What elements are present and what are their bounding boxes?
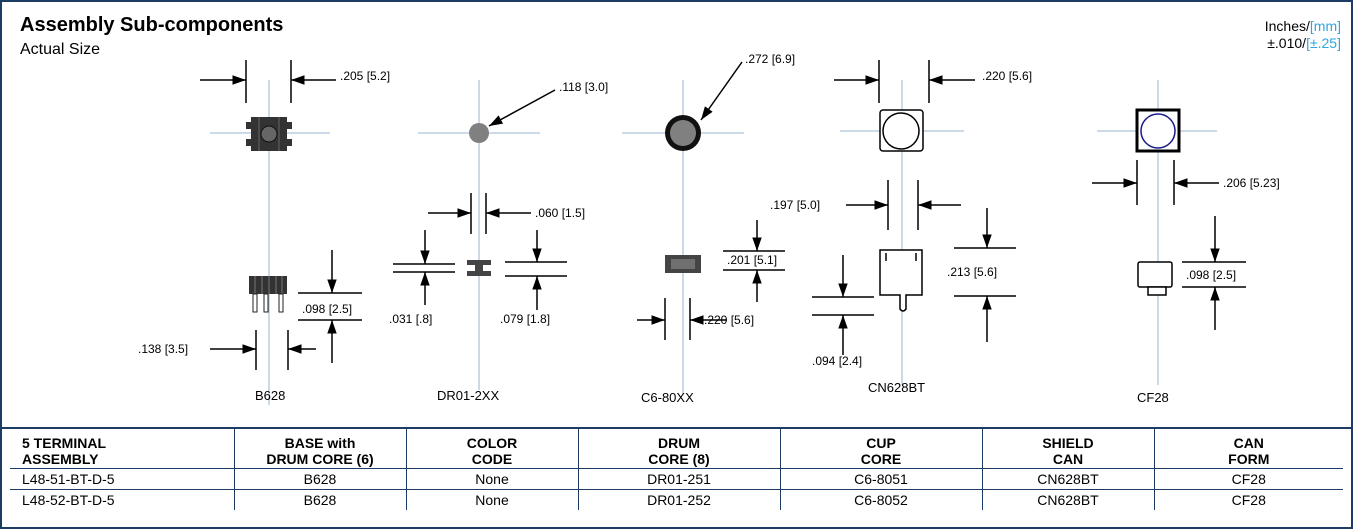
column-header-line: ASSEMBLY bbox=[22, 451, 99, 467]
c680-width-dim: .220 [5.6] bbox=[704, 313, 754, 327]
column-header-line: DRUM bbox=[658, 435, 700, 451]
column-header-line: COLOR bbox=[466, 435, 518, 451]
c680-height-dim: .201 [5.1] bbox=[727, 253, 777, 267]
table-cell: L48-51-BT-D-5 bbox=[10, 468, 234, 490]
b628-side-view bbox=[249, 276, 287, 313]
cn628-inner-dim: .197 [5.0] bbox=[770, 198, 820, 212]
table-cell: CN628BT bbox=[981, 489, 1154, 510]
b628-height-dim: .098 [2.5] bbox=[302, 302, 352, 316]
cn628-width-dim: .220 [5.6] bbox=[982, 69, 1032, 83]
plus-minus-icon: ± bbox=[1267, 35, 1275, 51]
cn628-height-dim: .213 [5.6] bbox=[947, 265, 997, 279]
column-header-line: FORM bbox=[1228, 451, 1270, 467]
b628-width-dim: .205 [5.2] bbox=[340, 69, 390, 83]
cf28-width-dim: .206 [5.23] bbox=[1223, 176, 1280, 190]
column-header-line: CAN bbox=[1233, 435, 1264, 451]
column-header-line: CUP bbox=[866, 435, 896, 451]
b628-label: B628 bbox=[255, 388, 285, 403]
column-header-line: DRUM CORE (6) bbox=[266, 451, 374, 467]
table-cell: L48-52-BT-D-5 bbox=[22, 492, 115, 508]
column-header-line: SHIELD bbox=[1042, 435, 1094, 451]
c680-drawing: .272 [6.9] .201 [5.1] .220 [5.6] C6-80XX bbox=[622, 52, 795, 405]
dr01-label: DR01-2XX bbox=[437, 388, 499, 403]
dr01-dia-dim: .118 [3.0] bbox=[559, 80, 608, 94]
b628-pin-dim: .138 [3.5] bbox=[138, 342, 188, 356]
table-cell: CF28 bbox=[1153, 468, 1343, 490]
table-cell: C6-8051 bbox=[779, 468, 982, 490]
b628-drawing: .205 [5.2] .098 [2.5] .138 [3.5] B628 bbox=[138, 60, 390, 405]
dr01-side-view bbox=[467, 260, 491, 276]
column-header-line: CORE (8) bbox=[648, 451, 710, 467]
units-mm: [mm] bbox=[1309, 18, 1341, 34]
b628-top-view bbox=[246, 117, 292, 151]
page-subtitle: Actual Size bbox=[20, 41, 101, 58]
column-header-line: CAN bbox=[1052, 451, 1084, 467]
units-legend: Inches/[mm] ±.010/[±.25] bbox=[1265, 18, 1341, 52]
table-cell: None bbox=[405, 468, 578, 490]
dr01-height-dim: .079 [1.8] bbox=[500, 312, 550, 326]
cn628-top-view bbox=[879, 109, 924, 152]
cn628-tab-dim: .094 [2.4] bbox=[812, 354, 862, 368]
tolerance-line: ±.010/[±.25] bbox=[1265, 35, 1341, 52]
dr01-core-dim: .060 [1.5] bbox=[535, 206, 585, 220]
cf28-top-view bbox=[1135, 108, 1181, 153]
cf28-label: CF28 bbox=[1137, 390, 1169, 405]
cn628-drawing: .220 [5.6] .197 [5.0] .213 [5.6] .094 [2… bbox=[770, 60, 1032, 395]
column-header-line: BASE with bbox=[284, 435, 356, 451]
tolerance-inches: .010/ bbox=[1274, 35, 1307, 51]
cn628-side-view bbox=[879, 249, 923, 312]
table-cell: CN628BT bbox=[981, 468, 1154, 490]
cn628-label: CN628BT bbox=[868, 380, 925, 395]
column-header-line: CORE bbox=[860, 451, 902, 467]
column-header-line: CODE bbox=[471, 451, 513, 467]
column-header-line: 5 TERMINAL bbox=[22, 435, 106, 451]
table-cell: CF28 bbox=[1153, 489, 1343, 510]
tolerance-mm: [±.25] bbox=[1306, 35, 1341, 51]
table-cell: DR01-251 bbox=[577, 468, 780, 490]
units-inches: Inches/ bbox=[1264, 18, 1310, 34]
c680-top-view bbox=[665, 115, 701, 151]
c680-side-view bbox=[665, 255, 701, 273]
table-cell: B628 bbox=[233, 489, 406, 510]
page-title: Assembly Sub-components bbox=[20, 14, 284, 36]
table-cell: B628 bbox=[233, 468, 406, 490]
table-cell: DR01-252 bbox=[577, 489, 780, 510]
cf28-height-dim: .098 [2.5] bbox=[1186, 268, 1236, 282]
dr01-flange-dim: .031 [.8] bbox=[389, 312, 432, 326]
dr01-top-view bbox=[469, 123, 489, 143]
c680-dia-dim: .272 [6.9] bbox=[745, 52, 795, 66]
table-cell: None bbox=[405, 489, 578, 510]
c680-label: C6-80XX bbox=[641, 390, 694, 405]
table-cell: C6-8052 bbox=[779, 489, 982, 510]
cf28-side-view bbox=[1137, 261, 1173, 296]
dr01-drawing: .118 [3.0] .060 [1.5] .031 [.8] .079 [1.… bbox=[389, 80, 608, 403]
units-line: Inches/[mm] bbox=[1265, 18, 1341, 35]
cf28-drawing: .206 [5.23] .098 [2.5] CF28 bbox=[1092, 80, 1280, 405]
